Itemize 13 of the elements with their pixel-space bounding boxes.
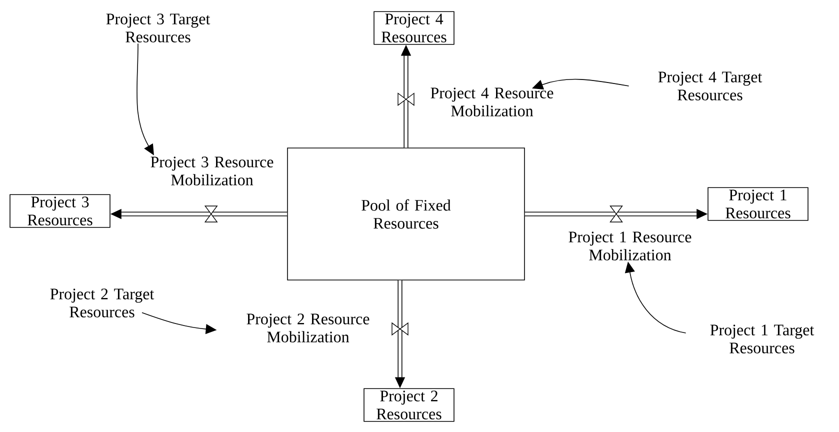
variable-label: Project 1 Target Resources — [710, 324, 814, 354]
flow-label: Project 3 Resource Mobilization — [150, 156, 274, 186]
flow-label: Project 1 Resource Mobilization — [568, 232, 692, 260]
variable-label: Project 2 Target Resources — [50, 288, 154, 318]
stock-box: Pool of Fixed Resources — [287, 148, 525, 280]
variable-label: Project 4 Target Resources — [658, 72, 762, 100]
flow-label: Project 4 Resource Mobilization — [430, 88, 554, 116]
flow-label: Project 2 Resource Mobilization — [246, 314, 370, 342]
stock-box: Project 2 Resources — [364, 388, 454, 422]
variable-label: Project 3 Target Resources — [106, 14, 210, 42]
stock-box: Project 1 Resources — [708, 187, 808, 221]
stock-box: Project 4 Resources — [374, 11, 454, 45]
stock-box: Project 3 Resources — [10, 194, 110, 228]
